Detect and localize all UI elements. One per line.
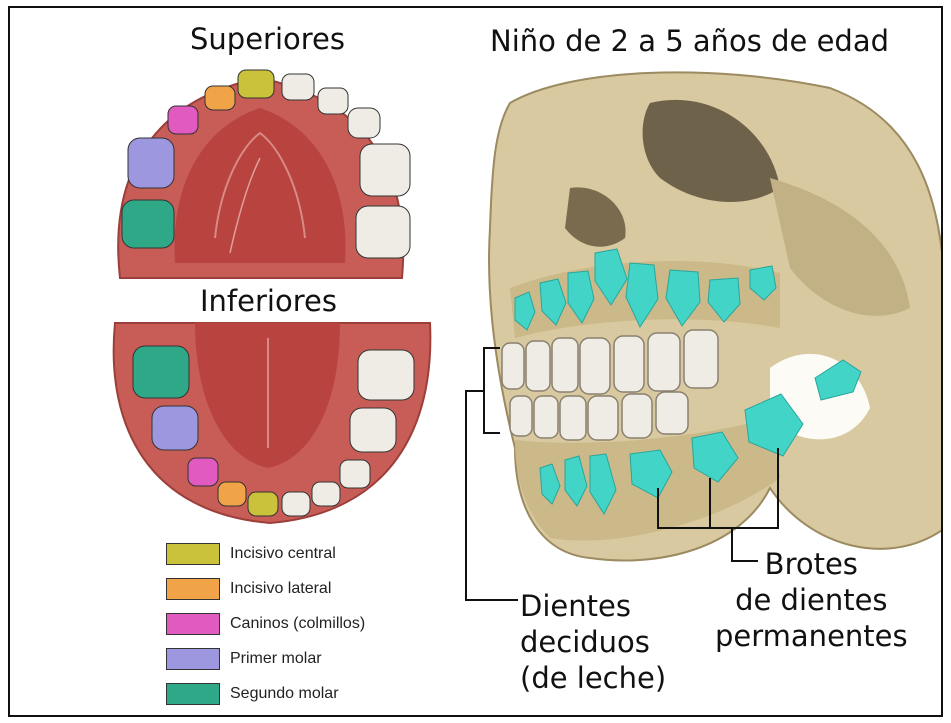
deciduous-line-2: deciduos	[520, 624, 666, 660]
buds-line-1: Brotes	[715, 546, 908, 582]
legend-label: Incisivo central	[230, 545, 336, 563]
legend-item-canine: Caninos (colmillos)	[166, 611, 365, 637]
legend-swatch	[166, 578, 220, 600]
deciduous-line-1: Dientes	[520, 588, 666, 624]
legend-label: Primer molar	[230, 650, 322, 668]
child-skull	[489, 72, 943, 560]
buds-line-2: de dientes	[715, 582, 908, 618]
legend-item-second-molar: Segundo molar	[166, 681, 339, 707]
legend-swatch	[166, 648, 220, 670]
legend-swatch	[166, 683, 220, 705]
figure-frame: Superiores Niño de 2 a 5 años de edad In…	[8, 6, 943, 717]
buds-line-3: permanentes	[715, 618, 908, 654]
legend-item-first-molar: Primer molar	[166, 646, 322, 672]
legend-label: Segundo molar	[230, 685, 339, 703]
legend-item-lateral-incisor: Incisivo lateral	[166, 576, 331, 602]
upper-jaw	[118, 70, 410, 278]
deciduous-teeth-label: Dientes deciduos (de leche)	[520, 588, 666, 696]
legend-swatch	[166, 543, 220, 565]
upper-teeth-title: Superiores	[190, 22, 345, 56]
child-age-title: Niño de 2 a 5 años de edad	[490, 24, 889, 58]
permanent-buds-label: Brotes de dientes permanentes	[715, 546, 908, 654]
lower-teeth-title: Inferiores	[200, 284, 337, 318]
legend-item-central-incisor: Incisivo central	[166, 541, 336, 567]
legend-label: Caninos (colmillos)	[230, 615, 365, 633]
lower-jaw	[114, 323, 431, 523]
legend-swatch	[166, 613, 220, 635]
legend-label: Incisivo lateral	[230, 580, 331, 598]
deciduous-line-3: (de leche)	[520, 660, 666, 696]
